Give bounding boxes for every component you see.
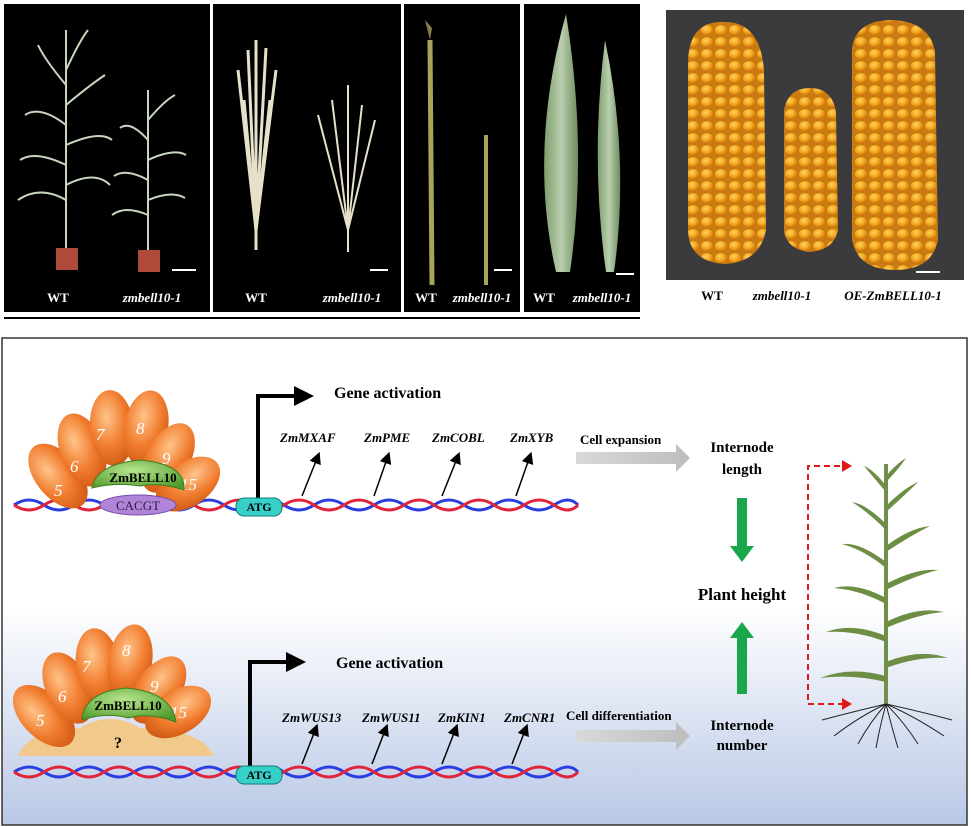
lower-pathway: ? 5 6 7 8 9 15 ZmBELL10 ATG Gene activat… [12, 624, 774, 785]
target-gene-zmmxaf: ZmMXAF [279, 430, 336, 445]
mutant-plant-photo [111, 90, 187, 252]
partner-9-upper: 9 [162, 449, 171, 468]
cell-differentiation-label: Cell differentiation [566, 708, 672, 723]
internode-length-line2: length [722, 462, 763, 478]
dna-helix-lower [13, 765, 580, 779]
panel-c-mutant-label: zmbell10-1 [452, 290, 512, 305]
panel-stems: WT zmbell10-1 [404, 4, 520, 312]
partner-6-upper: 6 [70, 457, 79, 476]
panel-e-oe-label: OE-ZmBELL10-1 [844, 288, 942, 303]
activation-arrow-lower [286, 652, 306, 672]
plant-bracket [807, 465, 850, 705]
target-gene-zmpme: ZmPME [363, 430, 411, 445]
top-figure-panels: WT zmbell10-1 WT zmbell10-1 WT zmbell10-… [4, 4, 964, 319]
wt-leaf-photo [544, 14, 579, 272]
atg-box-upper [235, 497, 283, 517]
unknown-factor-label: ? [114, 735, 122, 752]
overexpression-ear-photo [852, 20, 938, 270]
mutant-leaf-photo [597, 40, 621, 272]
panel-d-wt-label: WT [533, 290, 555, 305]
wt-pot [56, 248, 78, 270]
panel-e-mutant-label: zmbell10-1 [752, 288, 812, 303]
upper-pathway: 5 6 7 8 9 15 CACGT ZmBELL10 ATG Gene act… [13, 385, 774, 517]
partner-7-lower: 7 [82, 657, 92, 676]
gene-activation-label-lower: Gene activation [336, 655, 443, 672]
activation-arrow-upper [294, 386, 314, 406]
zmbell10-label-upper: ZmBELL10 [109, 470, 176, 485]
length-to-height-arrow [730, 498, 754, 562]
atg-box-lower [235, 765, 283, 785]
unknown-factor-shape [18, 719, 214, 756]
panel-e-wt-label: WT [701, 288, 723, 303]
partner-7-upper: 7 [96, 425, 106, 444]
target-gene-zmcobl: ZmCOBL [431, 430, 485, 445]
cacgt-motif-box [99, 494, 177, 516]
panel-ears: WT zmbell10-1 OE-ZmBELL10-1 [666, 10, 964, 303]
partner-8-lower: 8 [122, 641, 131, 660]
maize-plant-illustration [820, 458, 953, 749]
binding-motif-label: CACGT [116, 498, 160, 513]
panel-whole-plants: WT zmbell10-1 [4, 4, 210, 312]
partner-5-upper: 5 [54, 481, 63, 500]
panel-a-wt-label: WT [47, 290, 69, 305]
mutant-tassel-photo [317, 85, 376, 252]
panel-leaves: WT zmbell10-1 [524, 4, 640, 312]
panel-c-wt-label: WT [415, 290, 437, 305]
panel-b-wt-label: WT [245, 290, 267, 305]
partner-9-lower: 9 [150, 677, 159, 696]
partner-6-lower: 6 [58, 687, 67, 706]
wt-plant-photo [17, 29, 113, 250]
wt-ear-photo [688, 21, 766, 265]
panel-tassels: WT zmbell10-1 [213, 4, 401, 312]
internode-length-line1: Internode [710, 440, 774, 456]
internode-number-line1: Internode [710, 718, 774, 734]
atg-label-upper: ATG [246, 500, 271, 514]
cell-differentiation-arrow [576, 722, 690, 750]
target-gene-zmwus13: ZmWUS13 [281, 710, 342, 725]
mutant-pot [138, 250, 160, 272]
zmbell10-protein-upper [91, 459, 185, 491]
number-to-height-arrow [730, 622, 754, 694]
target-gene-zmwus11: ZmWUS11 [361, 710, 421, 725]
atg-label-lower: ATG [246, 768, 271, 782]
wt-tassel-photo [236, 40, 278, 250]
panel-d-mutant-label: zmbell10-1 [572, 290, 632, 305]
zmbell10-protein-lower [81, 687, 177, 723]
zmbell10-label-lower: ZmBELL10 [94, 698, 161, 713]
gene-activation-label-upper: Gene activation [334, 385, 441, 402]
target-gene-zmkin1: ZmKIN1 [437, 710, 486, 725]
panel-b-mutant-label: zmbell10-1 [322, 290, 382, 305]
cell-expansion-arrow [576, 444, 690, 472]
wt-stem-photo [427, 39, 435, 286]
target-gene-zmcnr1: ZmCNR1 [503, 710, 555, 725]
partner-5-lower: 5 [36, 711, 45, 730]
partner-proteins-lower: 5 6 7 8 9 15 [12, 624, 212, 748]
cell-expansion-label: Cell expansion [580, 432, 662, 447]
regulatory-model-diagram: 5 6 7 8 9 15 CACGT ZmBELL10 ATG Gene act… [1, 337, 968, 826]
panel-a-mutant-label: zmbell10-1 [122, 290, 182, 305]
partner-8-upper: 8 [136, 419, 145, 438]
plant-height-label: Plant height [698, 585, 787, 604]
internode-number-line2: number [717, 738, 768, 754]
mutant-ear-photo [784, 88, 838, 252]
target-gene-zmxyb: ZmXYB [509, 430, 554, 445]
